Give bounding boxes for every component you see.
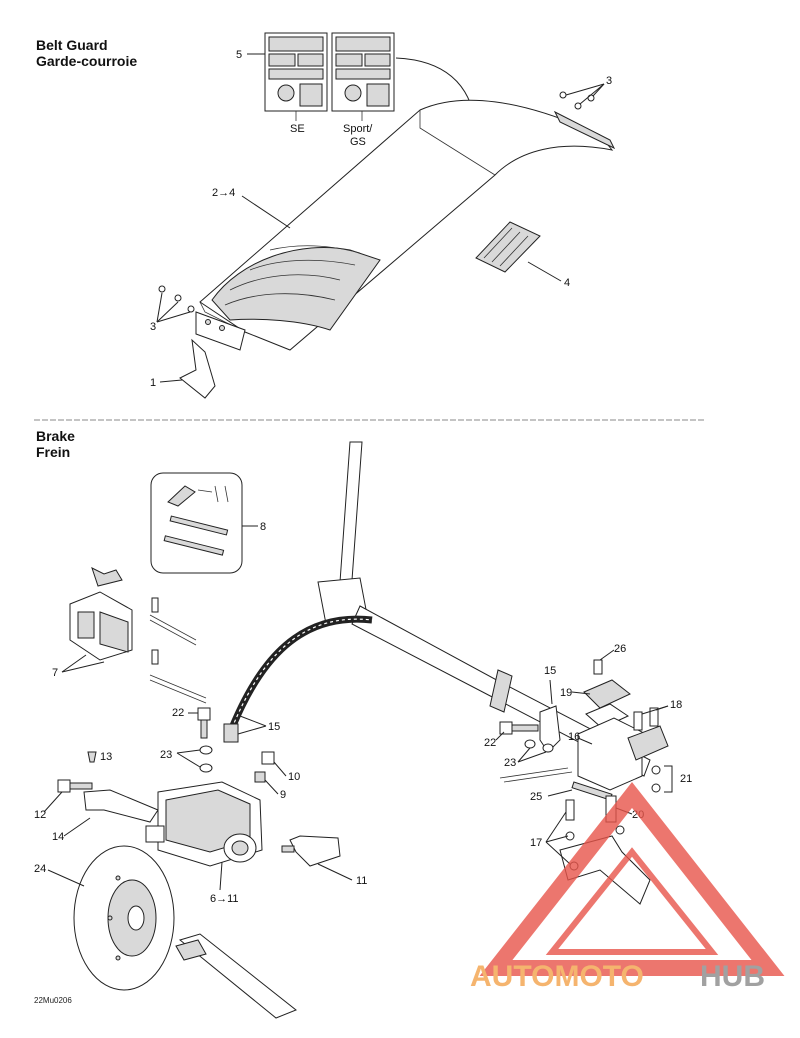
callout-22-left: 22 [172,707,184,719]
callout-23-right: 23 [504,757,516,769]
callout-21: 21 [680,773,692,785]
callout-6to11: 6→11 [210,893,239,905]
callout-24: 24 [34,863,46,875]
callout-13: 13 [100,751,112,763]
callout-8: 8 [260,521,266,533]
callout-23-left: 23 [160,749,172,761]
belt-guard-heading: Belt Guard Garde-courroie [36,37,137,69]
callout-2to4: 2→4 [212,187,235,199]
callout-17: 17 [530,837,542,849]
bracket-part-1 [179,311,246,399]
brake-heading: Brake Frein [36,428,75,460]
callout-7: 7 [52,667,58,679]
watermark-text-1: AUTOMOTO [470,960,644,993]
label-sport: Sport/ [343,123,373,135]
callout-22-right: 22 [484,737,496,749]
belt-guard [199,99,614,351]
brake-bracket-part-7 [69,567,207,704]
callout-14: 14 [52,831,64,843]
callout-15-right: 15 [544,665,556,677]
brake-hose [228,615,373,730]
belt-guard-title-en: Belt Guard [36,37,108,53]
brake-title-fr: Frein [36,444,71,460]
callout-18: 18 [670,699,682,711]
decal-part-4 [475,221,541,273]
callout-15-left: 15 [268,721,280,733]
decal-se [264,32,328,112]
callout-3-left: 3 [150,321,156,333]
belt-guard-title-fr: Garde-courroie [36,53,138,69]
watermark-text-2: HUB [700,960,765,993]
callout-10: 10 [288,771,300,783]
brake-title-en: Brake [36,428,75,444]
label-gs: GS [350,136,366,148]
callout-4: 4 [564,277,570,289]
callout-26: 26 [614,643,626,655]
brake-caliper [145,781,263,867]
callout-25: 25 [530,791,542,803]
kit-part-8 [150,472,243,574]
callout-5: 5 [236,49,242,61]
callout-3-right: 3 [606,75,612,87]
decal-sport-gs [331,32,395,112]
callout-16: 16 [568,731,580,743]
callout-12: 12 [34,809,46,821]
callout-11: 11 [356,875,367,887]
callout-1: 1 [150,377,156,389]
brake-disc [73,845,175,991]
callout-19: 19 [560,687,572,699]
watermark: AUTOMOTO HUB [470,782,785,993]
label-se: SE [290,123,305,135]
callout-9: 9 [280,789,286,801]
diagram-code: 22Mu0206 [34,996,72,1005]
